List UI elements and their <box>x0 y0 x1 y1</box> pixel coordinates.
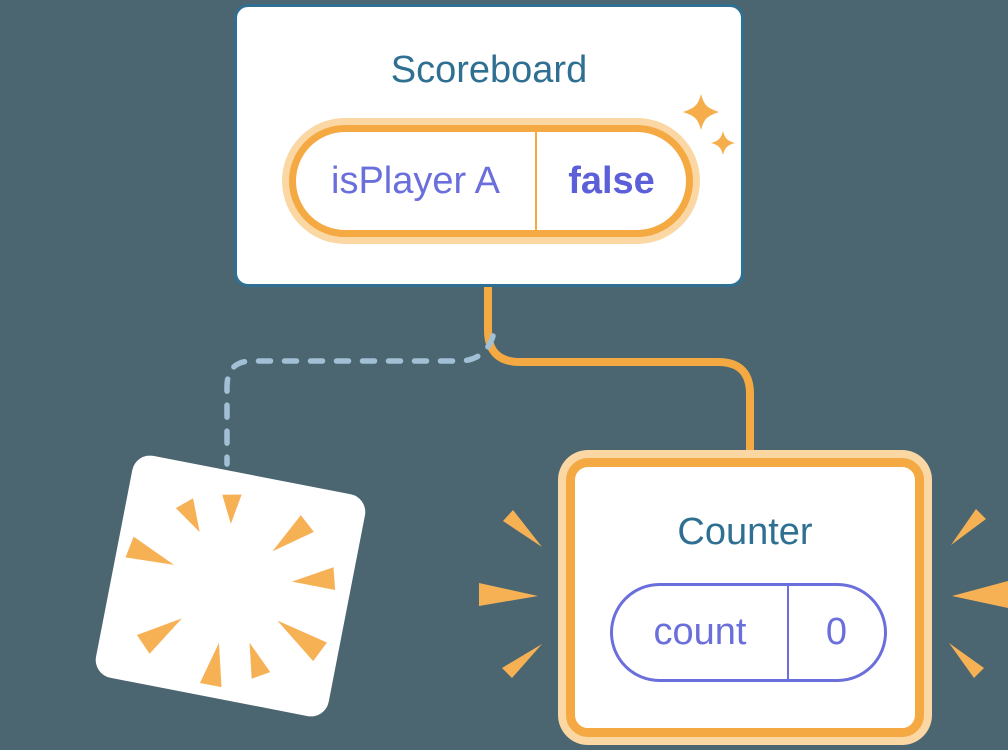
state-variable-name: count <box>653 611 747 653</box>
scoreboard-component-card: Scoreboard isPlayer A false <box>234 4 744 287</box>
scoreboard-title: Scoreboard <box>390 49 588 91</box>
state-variable-value: false <box>568 159 655 202</box>
destroyed-component-card <box>92 452 369 720</box>
state-variable-value: 0 <box>825 611 848 653</box>
state-pill-label-cell: count <box>613 586 789 679</box>
state-pill-value-cell: 0 <box>789 586 884 679</box>
burst-rays-icon <box>125 494 336 688</box>
counter-component-card: Counter count 0 <box>566 458 924 737</box>
connector-dashed-line <box>224 333 496 467</box>
scoreboard-state-pill: isPlayer A false <box>289 125 693 237</box>
state-variable-name: isPlayer A <box>331 159 500 202</box>
counter-title: Counter <box>677 511 813 553</box>
counter-state-pill: count 0 <box>610 583 887 682</box>
state-pill-value-cell: false <box>537 132 686 230</box>
state-pill-label-cell: isPlayer A <box>296 132 537 230</box>
connector-solid-line <box>484 287 754 452</box>
